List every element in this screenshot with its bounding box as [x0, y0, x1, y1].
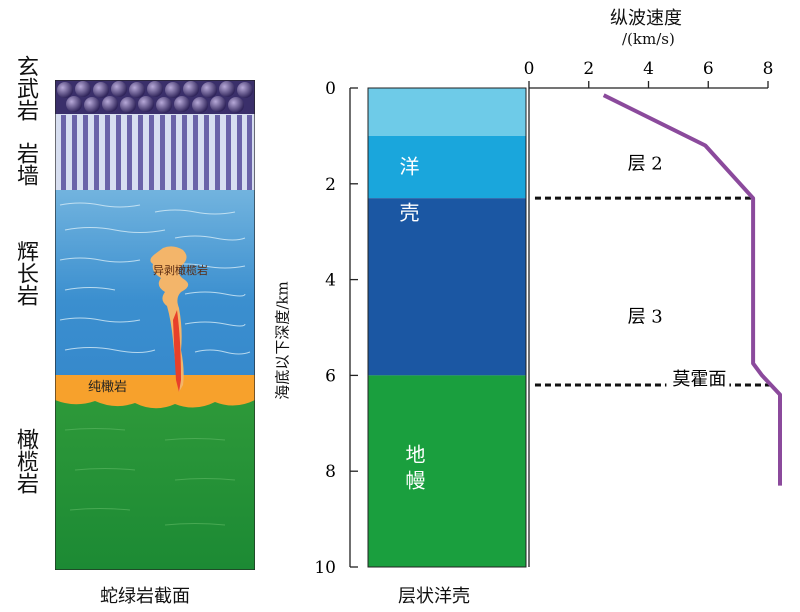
velocity-tick-label-0: 0	[524, 59, 535, 79]
label-dike: 岩墙	[13, 142, 38, 186]
y-axis-label: 海底以下深度/km	[273, 281, 292, 400]
annotation-1: 层 3	[628, 307, 663, 328]
ocean-crust-label: 洋壳	[396, 156, 420, 248]
depth-tick-label-6: 6	[325, 366, 336, 386]
velocity-tick-label-8: 8	[763, 59, 774, 79]
label-gabbro: 辉长岩	[13, 240, 38, 306]
crust-column-frame	[367, 87, 527, 568]
velocity-series	[602, 93, 782, 486]
olivine-layer	[55, 385, 255, 570]
y-axis-label-wrap: 海底以下深度/km	[272, 281, 292, 399]
chart-annotations: 层 2 层 3 莫霍面	[621, 151, 730, 391]
velocity-tick-label-2: 2	[583, 59, 594, 79]
depth-tick-label-0: 0	[325, 79, 336, 99]
crust-caption: 层状洋壳	[398, 586, 470, 607]
boundary-lines	[534, 196, 774, 387]
chart-title: 纵波速度	[610, 8, 682, 29]
label-olivine: 橄榄岩	[13, 428, 38, 494]
velocity-tick-label-4: 4	[643, 59, 654, 79]
depth-axis: 0 2 4 6 8 10	[314, 79, 358, 578]
crust-band-1	[368, 135, 526, 199]
mantle-texture	[64, 428, 236, 526]
ophiolite-caption: 蛇绿岩截面	[100, 586, 190, 607]
label-dunite: 纯橄岩	[88, 380, 128, 395]
depth-tick-label-8: 8	[325, 462, 336, 482]
depth-tick-label-10: 10	[314, 558, 336, 578]
chart-title-unit: /(km/s)	[622, 30, 675, 48]
velocity-tick-label-6: 6	[703, 59, 714, 79]
annotation-bg-1	[621, 304, 685, 329]
depth-tick-label-2: 2	[325, 175, 336, 195]
crust-band-3	[368, 375, 526, 567]
label-ex-peridotite: 异剥橄榄岩	[153, 264, 208, 277]
melt-channel	[173, 310, 181, 392]
crust-band-0	[368, 88, 526, 136]
crust-band-2	[368, 198, 526, 376]
annotation-bg-2	[666, 366, 730, 391]
crust-velocity-chart: 0 2 4 6 8 10 0 2 4 6 8 层 2 层 3 莫霍面	[314, 59, 782, 578]
dike-columns	[61, 115, 252, 190]
depth-tick-label-4: 4	[325, 271, 336, 291]
pillow-basalt	[57, 81, 253, 113]
annotation-2: 莫霍面	[672, 369, 726, 390]
label-basalt: 玄武岩	[13, 55, 38, 121]
crust-bands	[367, 87, 527, 568]
dunite-band	[55, 375, 255, 409]
velocity-axis: 0 2 4 6 8	[524, 59, 774, 567]
dike-layer	[55, 110, 255, 190]
gabbro-texture	[59, 202, 251, 385]
annotation-0: 层 2	[628, 153, 663, 174]
ophiolite-section	[55, 80, 255, 570]
annotation-bg-0	[621, 151, 685, 176]
mantle-label: 地幔	[402, 444, 426, 496]
